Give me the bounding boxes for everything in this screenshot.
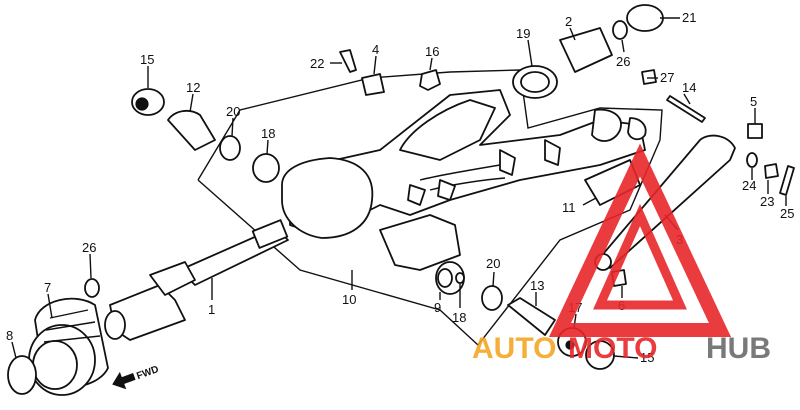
watermark-logo: AUTO MOTO HUB [472, 143, 771, 365]
callout-16: 16 [425, 44, 439, 59]
forward-label: FWD [135, 364, 160, 382]
collar-5 [747, 123, 763, 139]
drive-shaft-1 [104, 219, 289, 341]
callout-20-upper: 20 [226, 104, 240, 119]
watermark-text-moto: MOTO [568, 332, 657, 365]
bearing-18-upper [252, 153, 280, 183]
watermark-triangle-outer [548, 143, 732, 337]
watermark-text-hub: HUB [706, 332, 771, 365]
swing-arm-10 [281, 89, 647, 271]
boot-19 [512, 65, 558, 99]
bolt-22 [339, 49, 357, 73]
circlip-26-upper [612, 20, 628, 40]
callout-21: 21 [682, 10, 696, 25]
bracket-4 [361, 73, 385, 96]
callout-18-upper: 18 [261, 126, 275, 141]
pivot-shaft-13 [507, 297, 556, 336]
callout-18-lower: 18 [452, 310, 466, 325]
callout-20-lower: 20 [486, 256, 500, 271]
oil-seal-20-lower [481, 285, 503, 311]
callout-10: 10 [342, 292, 356, 307]
callout-13: 13 [530, 278, 544, 293]
washer-24 [746, 152, 758, 168]
forward-arrow-icon: FWD [112, 364, 160, 390]
bushing-9 [435, 261, 465, 295]
nut-16 [419, 69, 441, 91]
oil-seal-20-upper [219, 135, 241, 161]
callout-15-lower: 15 [640, 350, 654, 365]
callout-26-upper: 26 [616, 54, 630, 69]
callout-9: 9 [434, 300, 441, 315]
o-ring-21 [626, 4, 664, 32]
link-plate-11 [584, 159, 641, 206]
circlip-26-lower [84, 278, 100, 298]
nut-23 [764, 163, 779, 179]
nut-27 [641, 69, 657, 85]
watermark-triangle-inner [593, 203, 687, 310]
ring-gear-7 [28, 297, 109, 396]
pivot-bolt-14 [666, 95, 706, 123]
callout-12: 12 [186, 80, 200, 95]
callout-26-lower: 26 [82, 240, 96, 255]
bolt-25 [779, 165, 795, 196]
callout-23: 23 [760, 194, 774, 209]
callout-22: 22 [310, 56, 324, 71]
bearing-cap-15-upper [131, 88, 165, 116]
leader-lines [11, 17, 787, 359]
shaft-sleeve-2 [559, 27, 613, 73]
o-ring-8 [7, 355, 37, 395]
callout-24: 24 [742, 178, 756, 193]
callout-27: 27 [660, 70, 674, 85]
callout-11: 11 [562, 200, 576, 215]
callout-14: 14 [682, 80, 696, 95]
dust-seal-12 [167, 109, 216, 151]
callout-19: 19 [516, 26, 530, 41]
callout-15-upper: 15 [140, 52, 154, 67]
group-outline [197, 69, 663, 347]
cap-15-lower [585, 340, 615, 370]
bearing-18-lower [455, 272, 465, 284]
watermark-text-auto: AUTO [472, 332, 556, 365]
callout-2: 2 [565, 14, 572, 29]
callout-4: 4 [372, 42, 379, 57]
callout-1: 1 [208, 302, 215, 317]
callout-7: 7 [44, 280, 51, 295]
callout-25: 25 [780, 206, 794, 221]
callout-5: 5 [750, 94, 757, 109]
callout-8: 8 [6, 328, 13, 343]
